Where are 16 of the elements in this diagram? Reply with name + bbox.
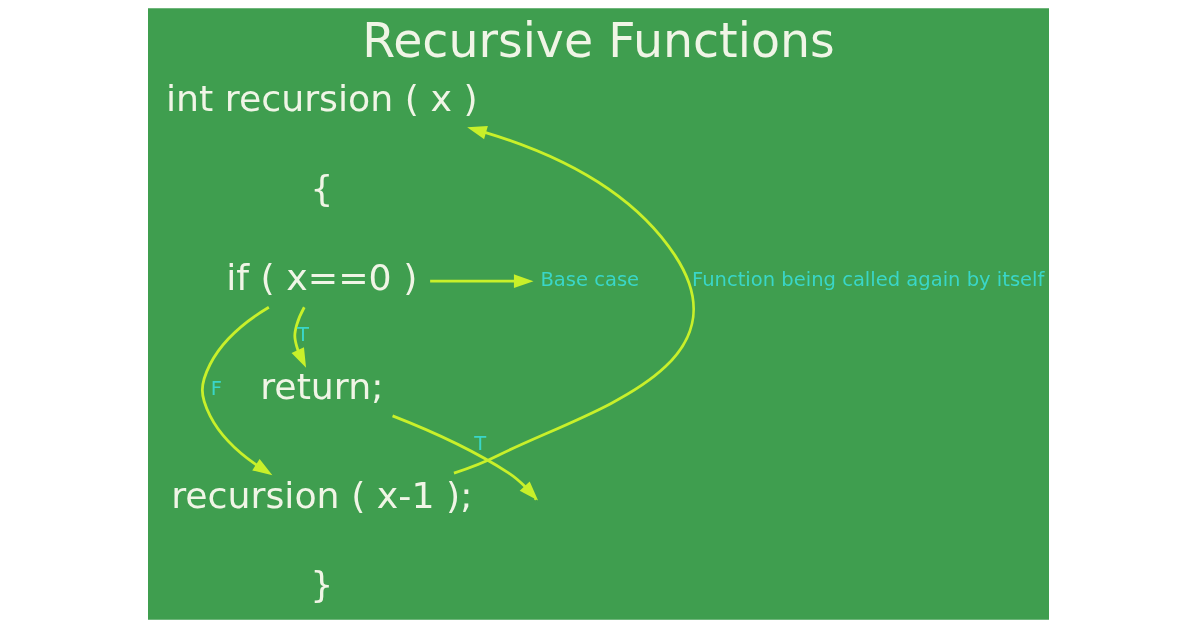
node-text: if ( x==0 ) xyxy=(225,255,417,299)
edge-label: T xyxy=(296,322,309,346)
node-text: return; xyxy=(259,364,383,408)
arrow xyxy=(291,306,306,368)
arrow xyxy=(429,274,533,289)
edge-label: T xyxy=(473,431,486,455)
node-text: Base case xyxy=(539,268,639,292)
arrow xyxy=(200,306,272,476)
node-text: recursion ( x-1 ); xyxy=(170,473,472,517)
node-text: int recursion ( x ) xyxy=(165,77,478,121)
edge-label: Function being called again by itself xyxy=(691,268,1044,292)
node-text: { xyxy=(309,166,333,210)
arrow xyxy=(453,126,695,475)
edge-label: F xyxy=(210,377,222,401)
node-text: } xyxy=(309,563,333,607)
diagram-title: Recursive Functions xyxy=(361,13,835,69)
